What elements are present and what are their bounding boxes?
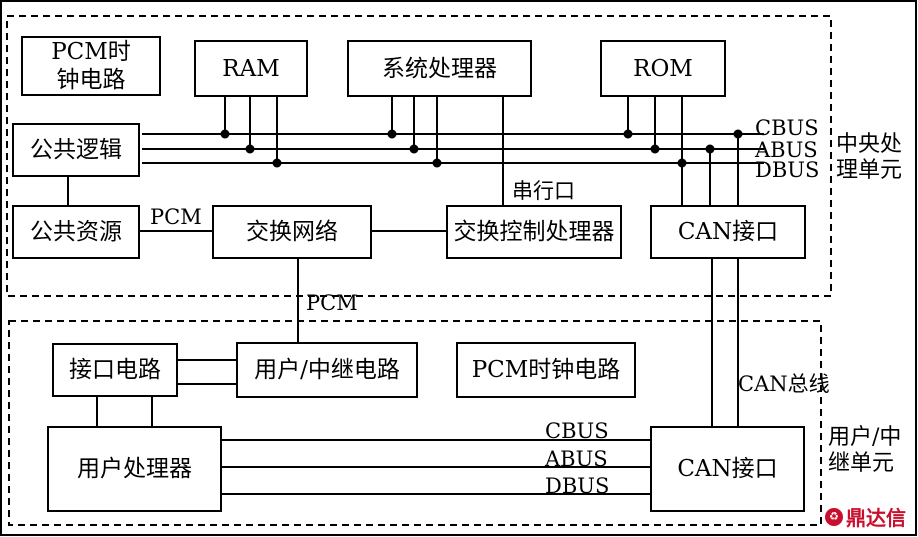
ram-block: RAM xyxy=(194,40,308,97)
user-trunk-circuit-block: 用户/中继电路 xyxy=(236,342,418,398)
watermark-text: 鼎达信 xyxy=(846,506,906,530)
abus-label-top: ABUS xyxy=(755,138,818,162)
user-processor-block: 用户处理器 xyxy=(47,426,222,512)
common-logic-block: 公共逻辑 xyxy=(12,123,140,177)
cbus-label-top: CBUS xyxy=(755,116,819,140)
can-interface-top-block: CAN接口 xyxy=(650,205,806,259)
central-unit-border xyxy=(6,15,832,297)
system-processor-block: 系统处理器 xyxy=(347,40,532,97)
watermark-logo: ♻ 鼎达信 xyxy=(825,502,906,531)
cbus-label-bottom: CBUS xyxy=(545,419,609,443)
dbus-label-top: DBUS xyxy=(755,158,820,182)
serial-port-label: 串行口 xyxy=(512,179,575,203)
pcm-link-label: PCM xyxy=(150,205,202,229)
central-unit-label: 中央处 理单元 xyxy=(836,132,903,183)
common-resource-block: 公共资源 xyxy=(12,205,140,259)
user-unit-border xyxy=(8,320,822,526)
can-interface-bottom-block: CAN接口 xyxy=(650,426,805,512)
can-bus-label: CAN总线 xyxy=(738,372,830,396)
pcm-down-label: PCM xyxy=(306,291,358,315)
pcm-clock-circuit-bottom: PCM时钟电路 xyxy=(456,342,636,398)
switch-control-processor-block: 交换控制处理器 xyxy=(446,205,622,259)
rom-block: ROM xyxy=(600,40,726,97)
interface-circuit-block: 接口电路 xyxy=(52,343,178,397)
switch-network-block: 交换网络 xyxy=(212,205,372,259)
dbus-label-bottom: DBUS xyxy=(545,474,610,498)
pcm-clock-circuit-top: PCM时 钟电路 xyxy=(21,36,161,96)
abus-label-bottom: ABUS xyxy=(545,447,608,471)
logo-icon: ♻ xyxy=(825,507,843,526)
user-trunk-unit-label: 用户/中 继单元 xyxy=(828,425,902,476)
